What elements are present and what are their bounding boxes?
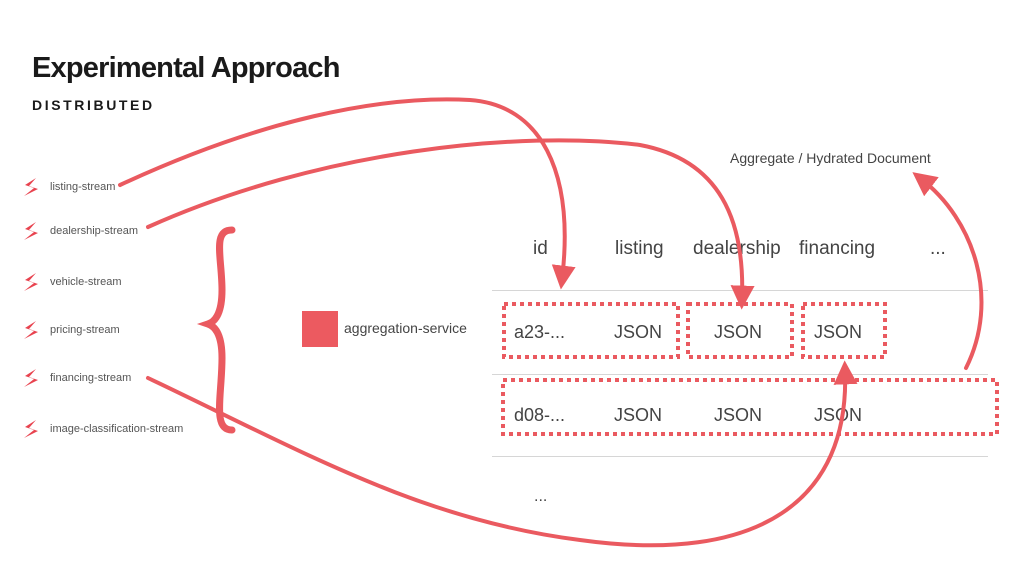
stream-logo-icon — [24, 321, 38, 339]
stream-logo-icon — [24, 222, 38, 240]
highlight-box-row1-dealership — [686, 302, 794, 359]
stream-label: listing-stream — [50, 181, 116, 193]
more-rows-ellipsis: ... — [534, 488, 548, 505]
row1-listing: JSON — [614, 322, 663, 342]
page-subtitle: DISTRIBUTED — [32, 97, 155, 113]
column-header-dealership: dealership — [693, 238, 781, 259]
arrow-financing-to-financing — [146, 360, 858, 548]
stream-label: dealership-stream — [50, 225, 139, 237]
column-header-listing: listing — [615, 238, 664, 259]
stream-item-image-classification: image-classification-stream — [20, 418, 183, 440]
stream-item-listing: listing-stream — [20, 176, 115, 198]
stream-logo-icon — [24, 178, 38, 196]
arrow-listing-to-id — [118, 97, 576, 290]
column-header-id: id — [533, 238, 548, 259]
row2-dealership: JSON — [714, 405, 763, 425]
table-divider — [492, 456, 988, 457]
document-label: Aggregate / Hydrated Document — [730, 150, 931, 166]
stream-item-financing: financing-stream — [20, 367, 131, 389]
aggregation-service-label: aggregation-service — [344, 320, 467, 336]
stream-label: pricing-stream — [50, 324, 120, 336]
column-header-financing: financing — [799, 238, 876, 259]
row1-financing: JSON — [814, 322, 863, 342]
row2-listing: JSON — [614, 405, 663, 425]
stream-label: financing-stream — [50, 372, 132, 384]
arrow-dealership-to-dealership — [146, 138, 755, 310]
aggregation-service-icon — [302, 311, 338, 347]
stream-item-pricing: pricing-stream — [20, 319, 120, 341]
highlight-box-row2 — [501, 378, 999, 436]
page-title: Experimental Approach — [32, 52, 340, 84]
highlight-box-row1-id-listing — [502, 302, 680, 359]
stream-logo-icon — [24, 420, 38, 438]
stream-label: vehicle-stream — [50, 276, 122, 288]
stream-item-dealership: dealership-stream — [20, 220, 138, 242]
arrow-rows-to-document — [912, 172, 984, 370]
row1-dealership: JSON — [714, 322, 763, 342]
row2-id: d08-... — [514, 405, 566, 425]
stream-logo-icon — [24, 369, 38, 387]
row2-financing: JSON — [814, 405, 863, 425]
stream-item-vehicle: vehicle-stream — [20, 271, 122, 293]
highlight-box-row1-financing — [801, 302, 887, 359]
table-divider — [492, 374, 988, 375]
column-header-more: ... — [930, 238, 946, 259]
row1-id: a23-... — [514, 322, 566, 342]
stream-logo-icon — [24, 273, 38, 291]
stream-label: image-classification-stream — [50, 423, 184, 435]
